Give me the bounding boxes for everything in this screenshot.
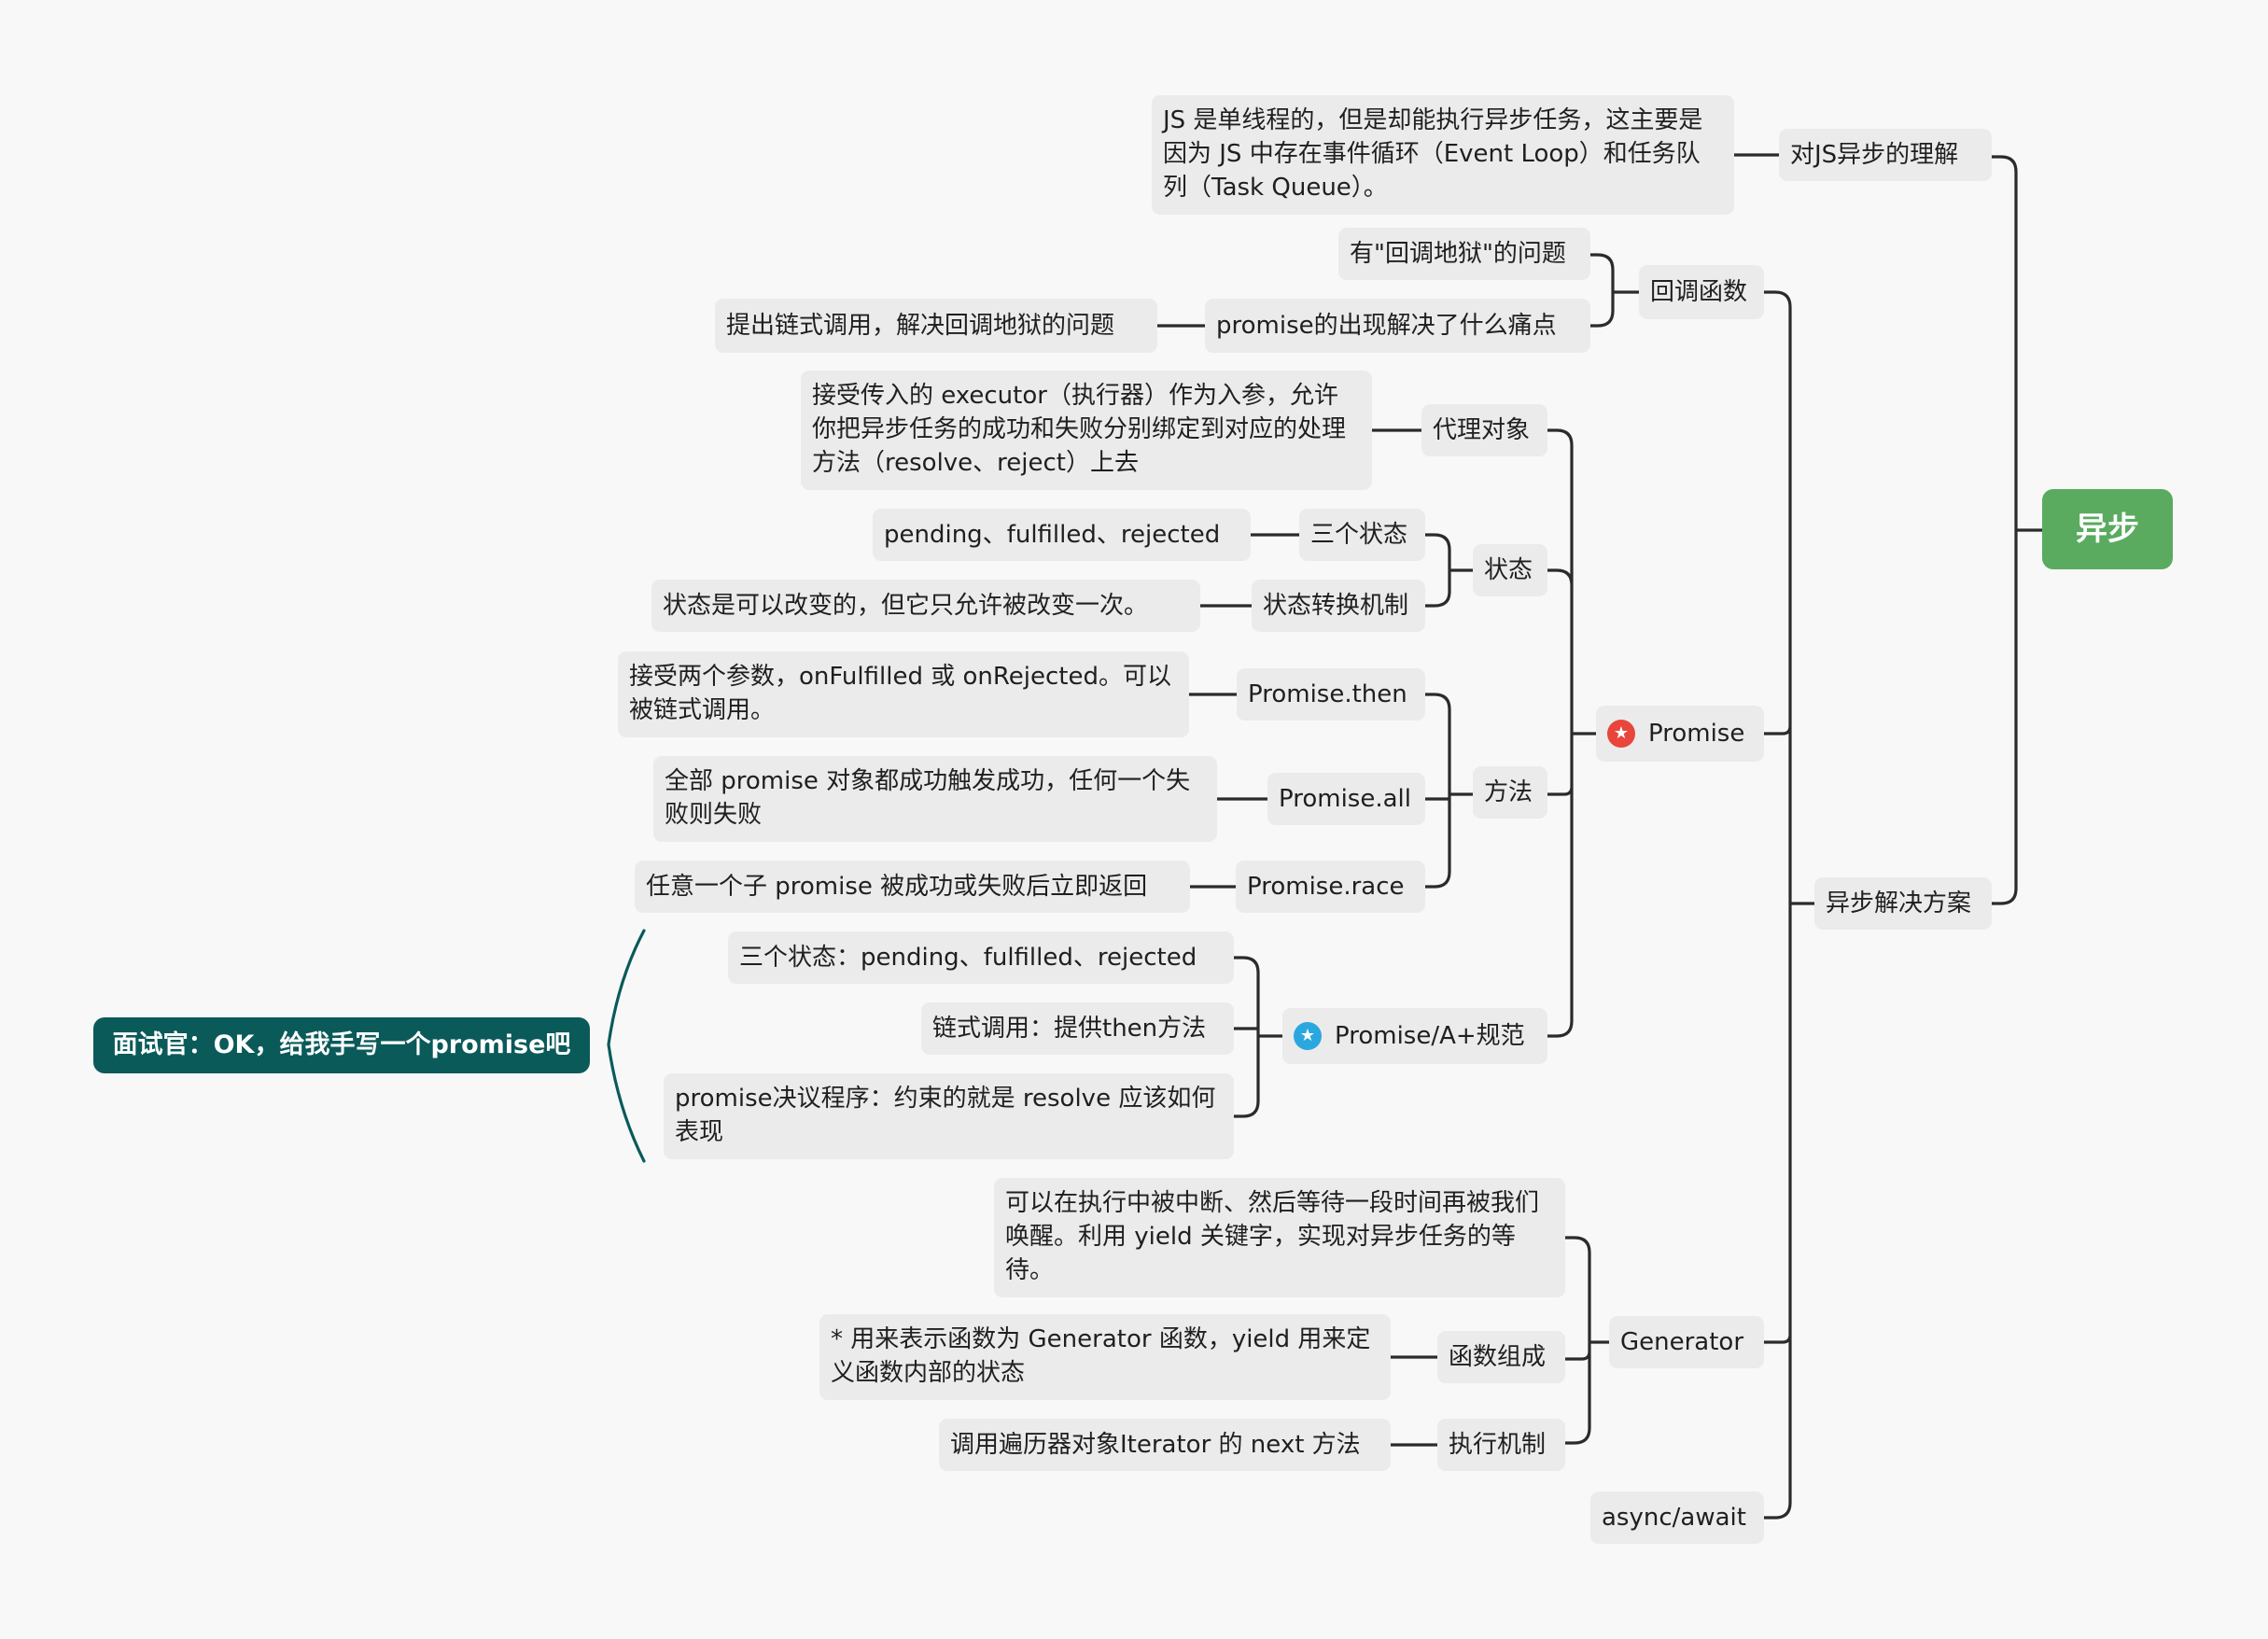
topic-promise-all-desc-text: 全部 promise 对象都成功触发成功，任何一个失败则失败 [665,767,1191,829]
topic-aplus-resolution-label: promise决议程序：约束的就是 resolve 应该如何表现 [675,1085,1216,1146]
topic-state-transition-desc[interactable]: 状态是可以改变的，但它只允许被改变一次。 [651,580,1200,632]
topic-promise-pain[interactable]: promise的出现解决了什么痛点 [1205,299,1590,353]
topic-aplus-chain[interactable]: 链式调用：提供then方法 [921,1002,1234,1055]
connector-root-js-async [1990,155,2044,532]
topic-aplus-states-label: 三个状态：pending、fulfilled、rejected [739,944,1197,972]
topic-promise-all-desc[interactable]: 全部 promise 对象都成功触发成功，任何一个失败则失败 [653,756,1217,842]
connector-promise-trunk [1546,428,1598,1038]
connector-aplus [1232,956,1284,1118]
topic-promise-pain-label: promise的出现解决了什么痛点 [1216,312,1557,340]
topic-state-label: 状态 [1484,556,1533,584]
topic-aplus-chain-label: 链式调用：提供then方法 [932,1015,1207,1043]
connector-callback [1589,253,1641,328]
topic-generator[interactable]: Generator [1609,1316,1764,1368]
topic-three-states-desc[interactable]: pending、fulfilled、rejected [873,509,1251,561]
topic-promise-then-desc-text: 接受两个参数，onFulfilled 或 onRejected。可以被链式调用。 [629,663,1171,724]
topic-execution-mechanism-label: 执行机制 [1449,1431,1547,1459]
topic-callback-hell[interactable]: 有"回调地狱"的问题 [1338,228,1590,280]
topic-generator-label: Generator [1620,1328,1744,1356]
topic-promise-aplus-label: Promise/A+规范 [1335,1022,1525,1050]
topic-promise[interactable]: ★ Promise [1596,706,1764,762]
topic-state[interactable]: 状态 [1473,544,1547,596]
topic-function-composition-desc[interactable]: * 用来表示函数为 Generator 函数，yield 用来定义函数内部的状态 [819,1314,1391,1400]
topic-promise-pain-desc-text: 提出链式调用，解决回调地狱的问题 [726,312,1115,340]
topic-execution-mechanism-desc-text: 调用遍历器对象Iterator 的 next 方法 [950,1431,1361,1459]
topic-generator-desc[interactable]: 可以在执行中被中断、然后等待一段时间再被我们唤醒。利用 yield 关键字，实现… [994,1178,1565,1297]
topic-promise-aplus[interactable]: ★ Promise/A+规范 [1282,1008,1547,1064]
topic-generator-desc-text: 可以在执行中被中断、然后等待一段时间再被我们唤醒。利用 yield 关键字，实现… [1005,1189,1540,1284]
topic-aplus-resolution[interactable]: promise决议程序：约束的就是 resolve 应该如何表现 [664,1073,1234,1159]
topic-promise-then-label: Promise.then [1248,680,1407,708]
topic-js-async[interactable]: 对JS异步的理解 [1779,129,1992,181]
star-badge-icon: ★ [1294,1022,1322,1050]
topic-state-transition-label: 状态转换机制 [1263,592,1409,620]
connector-generator [1563,1236,1611,1445]
topic-state-transition[interactable]: 状态转换机制 [1252,580,1425,632]
floating-topic-interview[interactable]: 面试官：OK，给我手写一个promise吧 [93,1017,590,1073]
topic-js-async-desc-text: JS 是单线程的，但是却能执行异步任务，这主要是因为 JS 中存在事件循环（Ev… [1163,106,1703,202]
topic-promise-all[interactable]: Promise.all [1267,773,1425,825]
connector-state [1423,533,1475,608]
topic-state-transition-desc-text: 状态是可以改变的，但它只允许被改变一次。 [663,592,1149,620]
topic-async-await-label: async/await [1602,1504,1746,1532]
floating-topic-label: 面试官：OK，给我手写一个promise吧 [112,1030,571,1059]
topic-callback[interactable]: 回调函数 [1639,265,1764,319]
topic-three-states-desc-text: pending、fulfilled、rejected [884,521,1221,549]
star-badge-icon: ★ [1607,720,1635,748]
topic-promise-then-desc[interactable]: 接受两个参数，onFulfilled 或 onRejected。可以被链式调用。 [618,651,1189,737]
connector-root-solutions [1990,528,2018,905]
topic-proxy-object-desc[interactable]: 接受传入的 executor（执行器）作为入参，允许你把异步任务的成功和失败分别… [801,371,1372,490]
topic-function-composition-label: 函数组成 [1449,1343,1547,1371]
topic-three-states-label: 三个状态 [1310,521,1408,549]
topic-promise-pain-desc[interactable]: 提出链式调用，解决回调地狱的问题 [715,299,1157,353]
topic-three-states[interactable]: 三个状态 [1299,509,1425,561]
topic-callback-hell-label: 有"回调地狱"的问题 [1350,240,1566,268]
topic-js-async-label: 对JS异步的理解 [1790,141,1959,169]
topic-execution-mechanism[interactable]: 执行机制 [1437,1419,1565,1471]
topic-function-composition[interactable]: 函数组成 [1437,1331,1565,1383]
topic-js-async-desc[interactable]: JS 是单线程的，但是却能执行异步任务，这主要是因为 JS 中存在事件循环（Ev… [1152,95,1734,215]
topic-function-composition-desc-text: * 用来表示函数为 Generator 函数，yield 用来定义函数内部的状态 [831,1325,1371,1387]
topic-async-solutions-label: 异步解决方案 [1826,890,1972,918]
topic-proxy-object-desc-text: 接受传入的 executor（执行器）作为入参，允许你把异步任务的成功和失败分别… [812,382,1347,477]
topic-promise-label: Promise [1648,720,1745,748]
root-label: 异步 [2076,511,2139,548]
topic-promise-all-label: Promise.all [1279,785,1411,813]
root-topic[interactable]: 异步 [2042,489,2173,569]
topic-proxy-object-label: 代理对象 [1433,416,1531,444]
topic-execution-mechanism-desc[interactable]: 调用遍历器对象Iterator 的 next 方法 [939,1419,1391,1471]
topic-promise-race-label: Promise.race [1247,873,1405,901]
connector-floating-topic [607,929,646,1163]
topic-promise-race-desc[interactable]: 任意一个子 promise 被成功或失败后立即返回 [635,861,1190,913]
topic-promise-race-desc-text: 任意一个子 promise 被成功或失败后立即返回 [646,873,1148,901]
connector-solutions-trunk [1762,290,1816,1520]
topic-callback-label: 回调函数 [1650,278,1748,306]
topic-aplus-states[interactable]: 三个状态：pending、fulfilled、rejected [728,932,1234,984]
topic-promise-then[interactable]: Promise.then [1237,668,1425,721]
connector-methods [1423,693,1475,889]
topic-methods[interactable]: 方法 [1473,766,1547,819]
topic-methods-label: 方法 [1484,778,1533,806]
topic-promise-race[interactable]: Promise.race [1236,861,1425,913]
topic-proxy-object[interactable]: 代理对象 [1421,404,1547,456]
topic-async-await[interactable]: async/await [1590,1492,1764,1544]
topic-async-solutions[interactable]: 异步解决方案 [1814,877,1992,930]
